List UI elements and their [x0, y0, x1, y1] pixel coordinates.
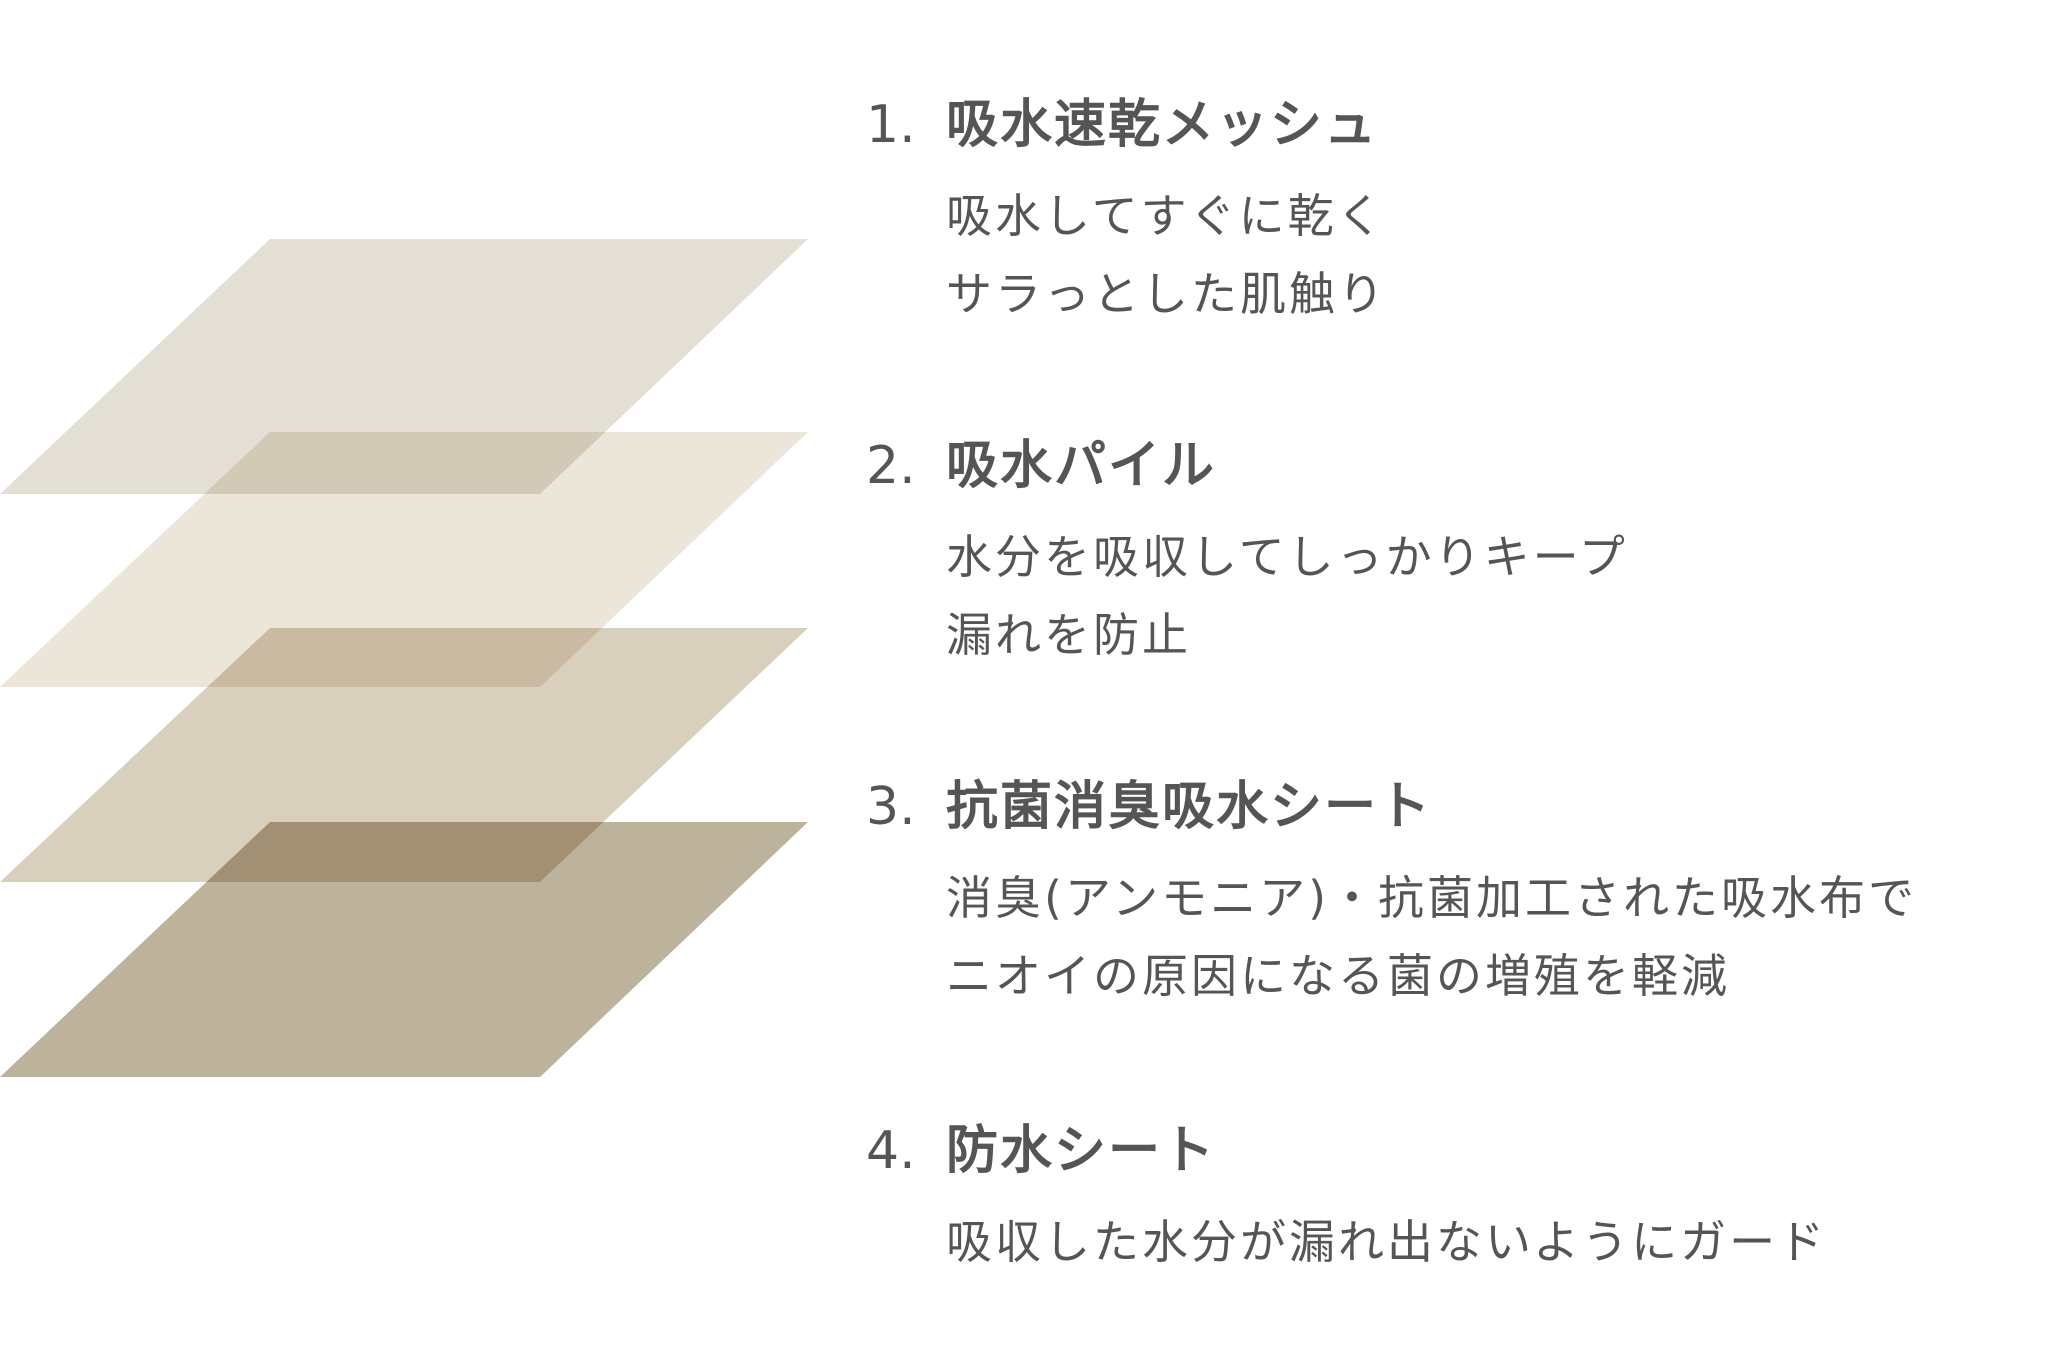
item-title: 吸水速乾メッシュ	[946, 95, 1379, 155]
layer-stack-illustration	[0, 239, 808, 1077]
layer-4-waterproof-sheet	[0, 822, 808, 1077]
layer-3-antibacterial-sheet	[0, 628, 808, 882]
item-number: 2.	[866, 436, 916, 496]
layer-item-1: 1. 吸水速乾メッシュ 吸水してすぐに乾く サラっとした肌触り	[866, 95, 1387, 333]
layer-item-2: 2. 吸水パイル 水分を吸収してしっかりキープ 漏れを防止	[866, 436, 1628, 674]
item-title: 防水シート	[946, 1121, 1217, 1181]
layer-item-4: 4. 防水シート 吸収した水分が漏れ出ないようにガード	[866, 1121, 1827, 1281]
layer-1-mesh	[0, 239, 808, 494]
item-description-line: 吸水してすぐに乾く	[946, 189, 1386, 243]
item-description-line: 消臭(アンモニア)・抗菌加工された吸水布で	[946, 871, 1918, 925]
item-description-line: 水分を吸収してしっかりキープ	[946, 530, 1628, 584]
layer-item-3: 3. 抗菌消臭吸水シート 消臭(アンモニア)・抗菌加工された吸水布で ニオイの原因…	[866, 777, 1917, 1015]
item-number: 1.	[866, 95, 916, 155]
item-description-line: ニオイの原因になる菌の増殖を軽減	[946, 949, 1730, 1003]
item-number: 4.	[866, 1121, 916, 1181]
item-description-line: 漏れを防止	[946, 608, 1191, 662]
item-description-line: サラっとした肌触り	[946, 267, 1387, 321]
item-title: 抗菌消臭吸水シート	[946, 777, 1433, 837]
item-number: 3.	[866, 777, 916, 837]
layer-2-pile	[0, 432, 808, 687]
item-title: 吸水パイル	[946, 436, 1217, 496]
item-description-line: 吸収した水分が漏れ出ないようにガード	[946, 1215, 1828, 1269]
